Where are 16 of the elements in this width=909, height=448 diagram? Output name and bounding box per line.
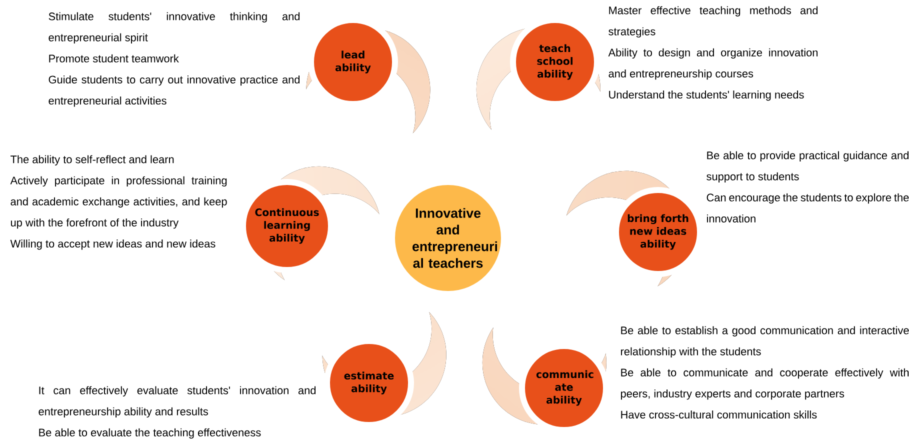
description-text: Be able to provide practical guidance and support to students [706, 151, 908, 183]
description-text: Willing to accept new ideas and new ideas [10, 240, 216, 250]
description-text: Be able to evaluate the teaching effectiveness [39, 428, 261, 439]
description-text: It can effectively evaluate students' innovation and entrepreneurship ability and results [38, 386, 316, 418]
description-text: Be able to communicate and cooperate effectively with peers, industry experts and corporate partners [620, 368, 909, 400]
description-text: Guide students to carry out innovative practice and entrepreneurial activities [48, 75, 300, 107]
description-text: Promote student teamwork [49, 54, 179, 62]
description-text: Understand the students' learning needs [609, 90, 804, 101]
description-text: Ability to design and organize innovation and entrepreneurship courses [608, 48, 818, 80]
description-text: Have cross-cultural communication skills [621, 410, 817, 419]
description-text: Can encourage the students to explore the innovation [706, 193, 909, 222]
description-text: Be able to establish a good communication and interactive relationship with the students [621, 326, 909, 358]
description-text: Master effective teaching methods and strategies [608, 6, 818, 38]
description-text: Actively participate in professional training and academic exchange activities, and keep up with the forefront of the industry [10, 176, 227, 229]
description-text: The ability to self-reflect and learn [10, 155, 174, 166]
description-text: Stimulate students' innovative thinking and entrepreneurial spirit [48, 12, 300, 44]
